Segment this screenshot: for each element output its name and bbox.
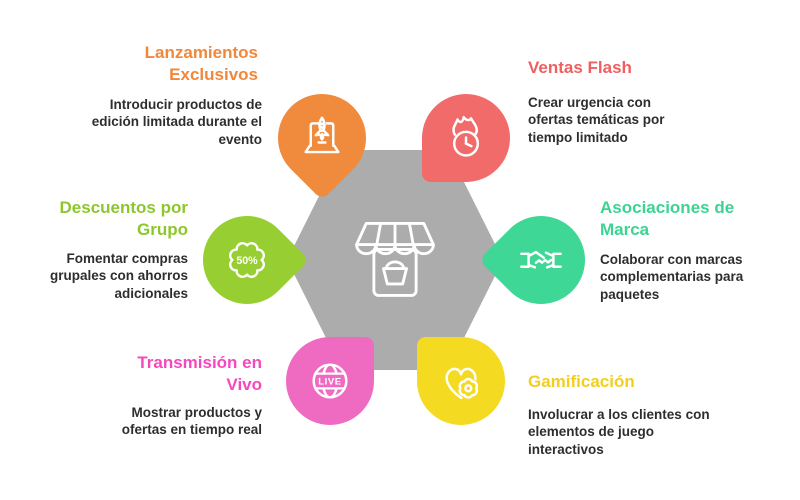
- badge-text: 50%: [236, 255, 258, 267]
- live-globe-icon: LIVE: [286, 337, 374, 425]
- pin-live-streaming: LIVE: [286, 337, 374, 425]
- heart-gear-icon: [417, 337, 505, 425]
- pin-flash-sales: [422, 94, 510, 182]
- discount-badge-icon: 50%: [203, 216, 291, 304]
- rocket-laptop-icon: [278, 94, 366, 182]
- pin-brand-partnerships: [478, 197, 604, 323]
- node-title-live-streaming: Transmisión en Vivo: [137, 353, 262, 394]
- node-description-live-streaming: Mostrar productos y ofertas en tiempo re…: [121, 405, 262, 438]
- flame-clock-icon: [422, 94, 510, 182]
- pin-gamification: [417, 337, 505, 425]
- node-description-gamification: Involucrar a los clientes con elementos …: [528, 407, 710, 457]
- node-description-brand-partnerships: Colaborar con marcas complementarias par…: [600, 252, 744, 302]
- node-title-exclusive-launches: Lanzamientos Exclusivos: [144, 43, 258, 84]
- handshake-icon: [497, 216, 585, 304]
- pin-exclusive-launches: [259, 75, 385, 201]
- node-description-flash-sales: Crear urgencia con ofertas temáticas por…: [528, 95, 665, 145]
- node-title-gamification: Gamificación: [528, 372, 635, 391]
- node-description-group-discounts: Fomentar compras grupales con ahorros ad…: [49, 251, 188, 301]
- node-description-exclusive-launches: Introducir productos de edición limitada…: [91, 97, 262, 147]
- node-title-flash-sales: Ventas Flash: [528, 58, 632, 77]
- node-title-group-discounts: Descuentos por Grupo: [59, 198, 188, 239]
- live-badge-text: LIVE: [318, 377, 341, 388]
- pin-group-discounts: 50%: [184, 197, 310, 323]
- node-title-brand-partnerships: Asociaciones de Marca: [600, 198, 735, 239]
- storefront-icon: [355, 222, 435, 297]
